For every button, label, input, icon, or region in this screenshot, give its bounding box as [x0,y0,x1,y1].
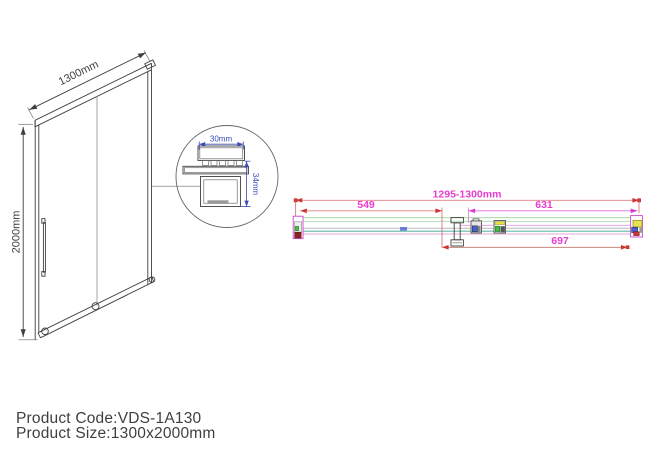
width-dimension: 1300mm [27,50,151,119]
profile-rollers [202,159,243,166]
product-code-label: Product Code: [16,410,118,427]
roller-carriage-left [470,218,482,234]
bottom-rollers [41,276,156,336]
front-height-dim-label: 2000mm [11,211,23,254]
product-size-label: Product Size: [16,424,111,442]
door-right-stile [147,69,152,285]
roller-icon [91,302,100,311]
rail-profile-section [182,145,249,207]
product-code-value: VDS-1A130 [117,410,202,427]
dim-end-tick [625,245,630,249]
product-info: Product Code:VDS-1A130 Product Size:1300… [16,410,216,442]
roller-icon [41,327,49,336]
front-width-dim-label: 1300mm [57,58,101,88]
door-bottom-rail [37,276,154,339]
overall-width-dimension: 1295-1300mm [293,189,641,216]
detail-callout: 30mm 34mm [151,125,279,228]
detail-circle [175,125,279,228]
glass-clamp-inner [203,179,238,204]
wall-rail-bar-inner [184,167,248,173]
glass-panel-lines [296,217,640,235]
bottom-section-dim-label: 697 [551,235,569,247]
glass-marking [400,227,407,231]
door-handle [41,218,46,277]
product-size-line: Product Size:1300x2000mm [16,424,216,442]
left-wall-profile [292,215,304,240]
profile-height-dimension: 34mm [241,160,260,208]
right-wall-profile [630,215,643,238]
profile-width-dim-label: 30mm [210,135,233,144]
top-view: 1295-1300mm 549 631 697 [292,189,643,250]
front-view: 1300mm 2000mm [11,50,157,341]
top-right-bracket [144,59,157,70]
left-section-dim-label: 549 [357,199,375,211]
glass-clamp-outer [200,176,241,207]
right-section-dim-label: 631 [535,199,553,211]
left-section-dimension: 549 [300,199,443,248]
roller-carriage-right [493,220,507,234]
right-section-dimension: 631 [468,199,638,223]
overall-width-dim-label: 1295-1300mm [433,189,502,201]
profile-width-dimension: 30mm [198,135,244,150]
profile-height-dim-label: 34mm [251,173,260,196]
roller-icon [148,276,156,283]
product-code-line: Product Code:VDS-1A130 [16,410,216,427]
product-size-value: 1300x2000mm [110,424,216,442]
door-left-stile [34,120,40,340]
center-support-bracket [450,217,464,247]
height-dimension: 2000mm [11,123,38,341]
glass-clamp-gasket [207,200,229,204]
bottom-section-dimension: 697 [442,235,630,250]
